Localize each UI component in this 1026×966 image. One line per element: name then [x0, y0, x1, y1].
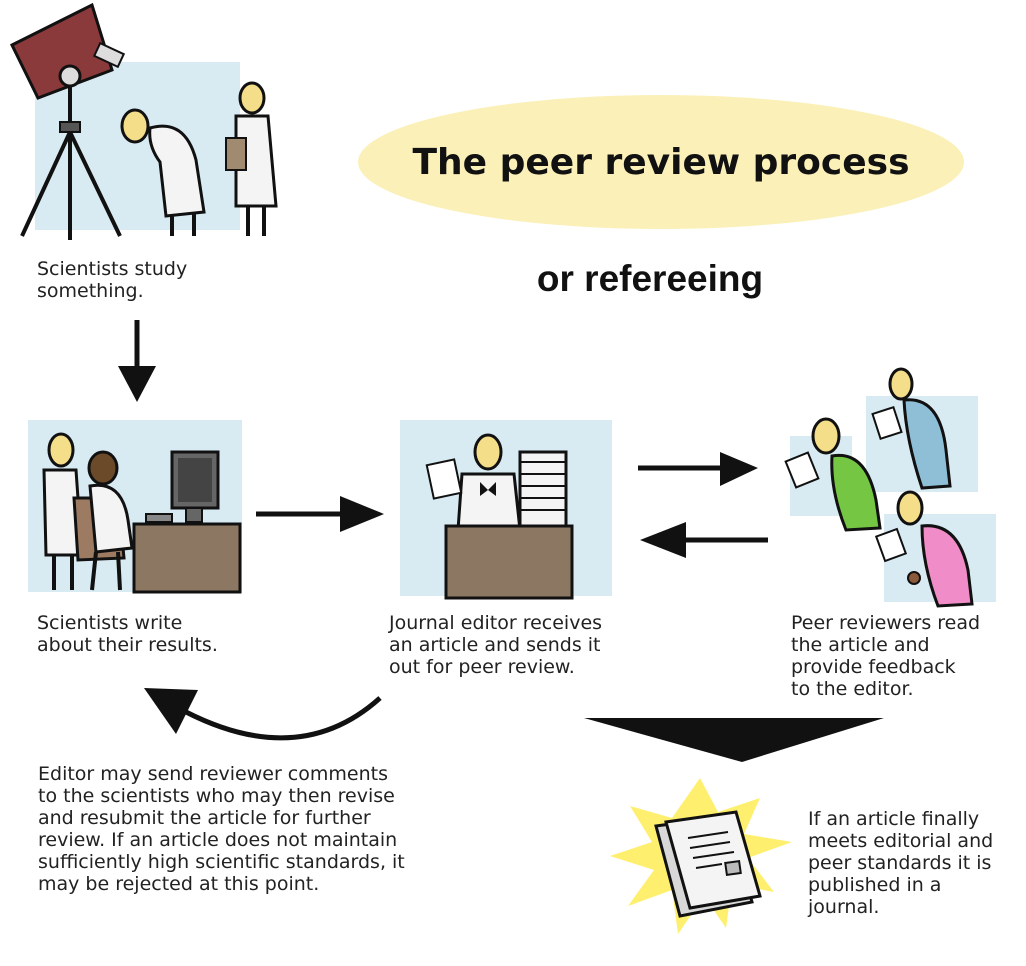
curved-arrow-back-icon	[144, 688, 382, 741]
scientist-observing-icon	[120, 108, 206, 236]
title-oval: The peer review process	[358, 95, 964, 229]
editor-scene-illustration	[400, 420, 612, 600]
reviewer-green-icon	[784, 417, 882, 532]
arrow-right-to-editor-icon	[256, 496, 384, 532]
reviewers-scene-illustration	[784, 367, 996, 608]
caption-study: Scientists study something.	[37, 258, 188, 302]
caption-revise: Editor may send reviewer comments to the…	[38, 763, 405, 895]
arrow-to-reviewers-icon	[638, 452, 758, 486]
caption-peer-reviewers: Peer reviewers read the article and prov…	[791, 612, 981, 700]
scientist-typing-icon	[72, 450, 134, 591]
arrow-back-to-editor-icon	[640, 522, 768, 558]
reviewer-pink-icon	[874, 490, 974, 608]
journal-icon	[654, 810, 762, 918]
published-journal-illustration	[610, 778, 792, 934]
editor-desk-icon	[444, 524, 574, 600]
publish-arrow-icon	[584, 718, 884, 762]
diagram-title: The peer review process	[412, 141, 910, 183]
caption-publish: If an article finally meets editorial an…	[808, 808, 994, 918]
diagram-subtitle: or refereeing	[536, 258, 764, 299]
reviewer-blue-icon	[871, 367, 952, 490]
writing-scene-illustration	[28, 420, 242, 594]
scientist-with-clipboard-icon	[225, 81, 278, 236]
paper-stack-icon	[518, 450, 568, 534]
telescope-icon	[9, 2, 126, 240]
arrow-down-icon	[118, 320, 156, 402]
computer-monitor-icon	[145, 450, 220, 523]
caption-write: Scientists write about their results.	[37, 612, 218, 656]
caption-editor: Journal editor receives an article and s…	[389, 612, 603, 678]
journal-editor-icon	[425, 433, 522, 532]
telescope-scene-illustration	[9, 2, 278, 240]
desk-icon	[132, 522, 242, 594]
